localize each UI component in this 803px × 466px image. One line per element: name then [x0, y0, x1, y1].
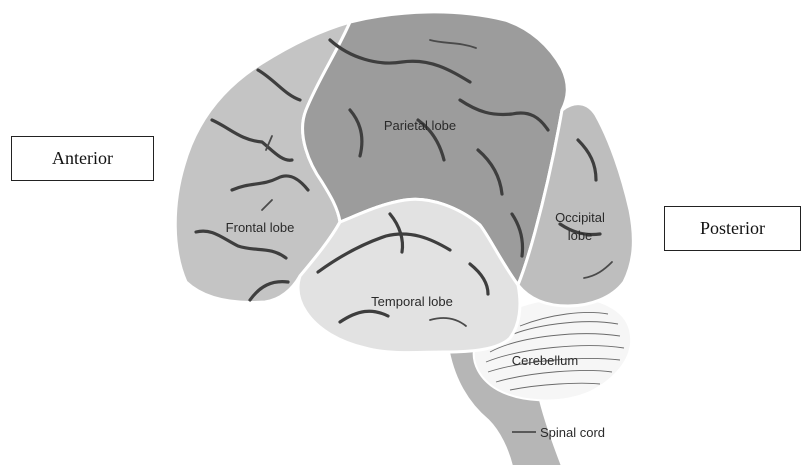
- occipital-lobe-label-line2: lobe: [568, 228, 593, 243]
- parietal-lobe-label: Parietal lobe: [384, 118, 456, 133]
- occipital-lobe-label-line1: Occipital: [555, 210, 605, 225]
- temporal-lobe-label: Temporal lobe: [371, 294, 453, 309]
- frontal-lobe-label: Frontal lobe: [226, 220, 295, 235]
- cerebellum-label: Cerebellum: [512, 353, 578, 368]
- spinal-cord-label: Spinal cord: [540, 425, 605, 440]
